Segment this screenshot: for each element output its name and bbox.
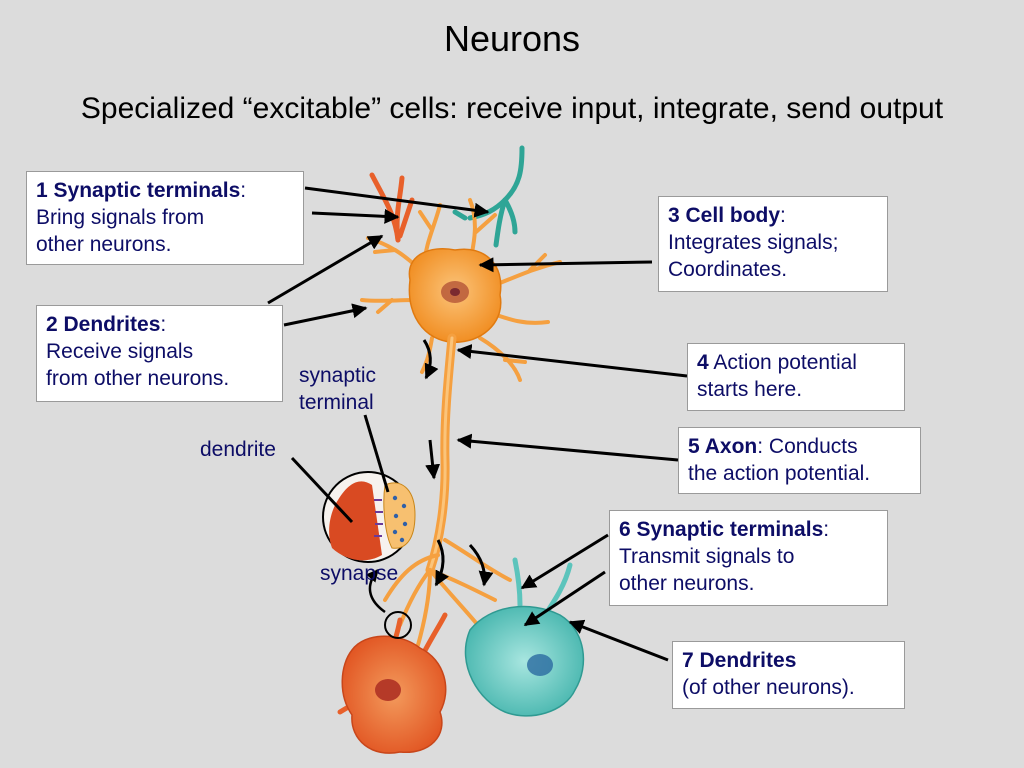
slide-title: Neurons xyxy=(443,18,581,59)
callout-3-heading: 3 Cell body xyxy=(668,204,781,227)
incoming-teal-axon xyxy=(452,145,525,248)
callout-pointers xyxy=(267,186,688,662)
callout-action-potential: 4 Action potential starts here. xyxy=(687,343,905,411)
label-synaptic-terminal: synaptic terminal xyxy=(299,364,377,414)
callout-axon: 5 Axon: Conducts the action potential. xyxy=(678,427,921,494)
callout-5-heading: 5 Axon xyxy=(688,435,758,458)
callout-cell-body: 3 Cell body: Integrates signals; Coordin… xyxy=(658,196,888,292)
main-neuron xyxy=(360,198,562,647)
synapse-magnifier xyxy=(322,471,416,639)
callout-synaptic-terminals-in: 1 Synaptic terminals: Bring signals from… xyxy=(26,171,304,265)
callout-4-heading: 4 xyxy=(697,351,709,374)
label-synapse: synapse xyxy=(320,562,399,585)
callout-7-heading: 7 Dendrites xyxy=(682,649,797,672)
callout-dendrites: 2 Dendrites: Receive signals from other … xyxy=(36,305,283,402)
callout-dendrites-other: 7 Dendrites (of other neurons). xyxy=(672,641,905,709)
label-dendrite: dendrite xyxy=(200,438,276,461)
callout-1-heading: 1 Synaptic terminals xyxy=(36,179,241,202)
signal-flow-arrows xyxy=(422,339,494,587)
callout-synaptic-terminals-out: 6 Synaptic terminals: Transmit signals t… xyxy=(609,510,888,606)
postsynaptic-red-neuron xyxy=(337,612,448,754)
callout-6-heading: 6 Synaptic terminals xyxy=(619,518,824,541)
slide-subtitle: Specialized “excitable” cells: receive i… xyxy=(80,92,944,125)
callout-2-heading: 2 Dendrites xyxy=(46,313,161,336)
incoming-red-axon xyxy=(369,172,415,243)
